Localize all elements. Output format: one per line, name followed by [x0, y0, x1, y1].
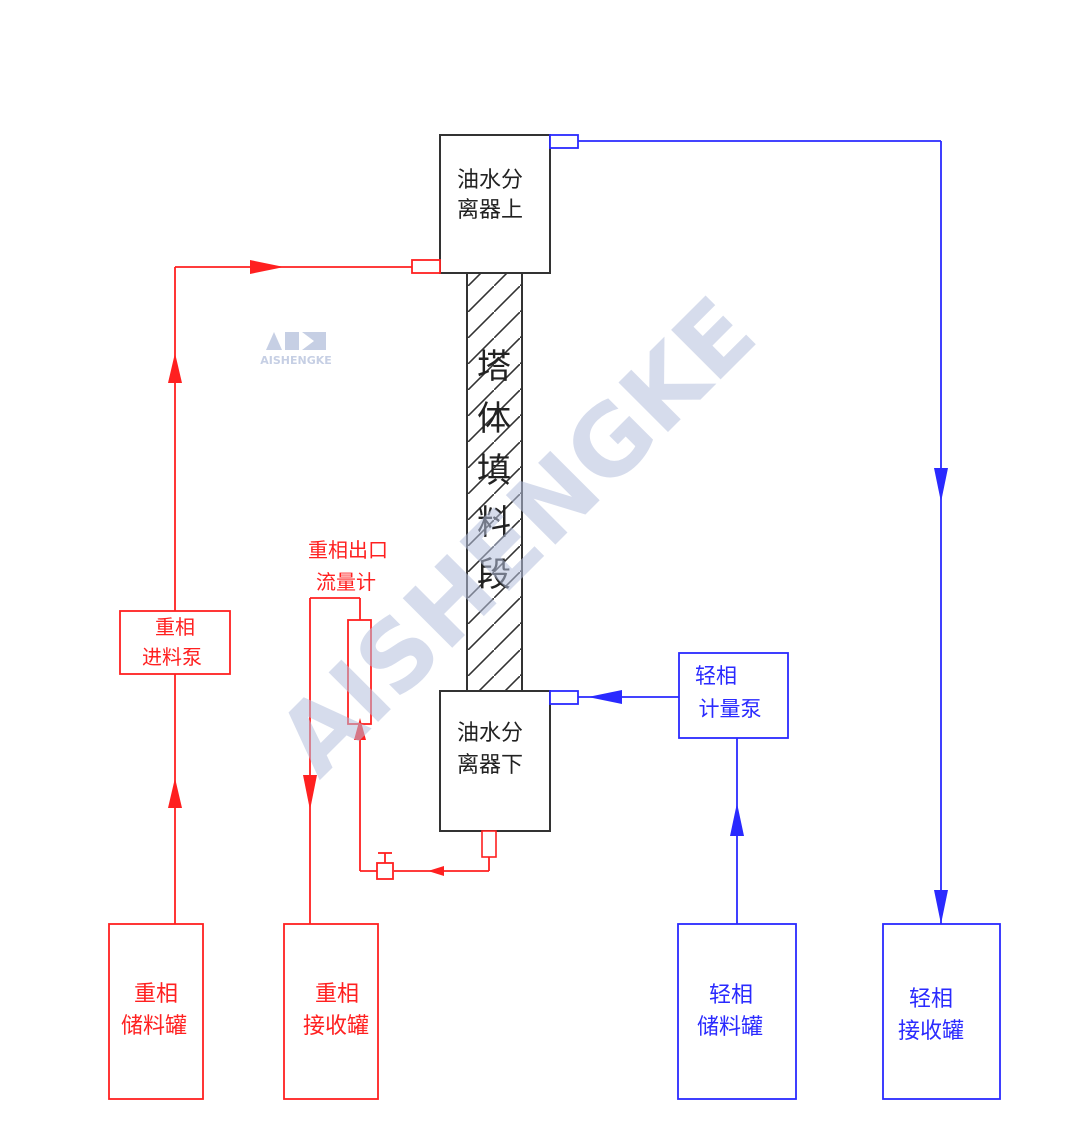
- arrow-up-icon: [730, 803, 744, 836]
- light-phase-arrows: [588, 468, 948, 924]
- light-receiving-tank: 轻相 接收罐: [882, 923, 1001, 1100]
- column-label-char: 段: [477, 555, 511, 595]
- column-label-char: 填: [477, 451, 511, 491]
- arrow-left-icon: [588, 690, 622, 704]
- light-receiving-tank-label-line2: 接收罐: [898, 1019, 964, 1044]
- heavy-feed-pump-label-line1: 重相: [155, 615, 195, 639]
- heavy-feed-pump: 重相 进料泵: [119, 610, 231, 675]
- arrow-down-icon: [934, 890, 948, 924]
- separator-bottom: 油水分 离器下: [439, 690, 551, 858]
- arrow-up-icon: [354, 718, 366, 740]
- packed-column: 塔 体 填 料 段: [466, 272, 523, 694]
- light-storage-tank: 轻相 储料罐: [677, 923, 797, 1100]
- brand-logo-text: AISHENGKE: [260, 354, 332, 367]
- separator-top-label-line1: 油水分: [457, 168, 523, 193]
- heavy-storage-tank-label-line1: 重相: [134, 982, 178, 1007]
- heavy-storage-tank: 重相 储料罐: [108, 923, 204, 1100]
- flowmeter-label-line1: 重相出口: [308, 538, 388, 562]
- separator-bottom-label-line2: 离器下: [457, 753, 523, 778]
- arrow-right-icon: [250, 260, 284, 274]
- arrow-left-icon: [428, 866, 444, 876]
- light-storage-tank-label-line1: 轻相: [709, 983, 753, 1008]
- heavy-storage-tank-label-line2: 储料罐: [121, 1014, 187, 1039]
- heavy-receiving-tank-label-line2: 接收罐: [303, 1014, 369, 1039]
- brand-logo-watermark: AISHENGKE: [260, 332, 332, 367]
- heavy-receiving-tank-label-line1: 重相: [315, 982, 359, 1007]
- bottom-outlet-nozzle: [481, 830, 497, 858]
- column-packing-label: 塔 体 填 料 段: [477, 347, 511, 595]
- light-metering-pump: 轻相 计量泵: [678, 652, 789, 739]
- light-storage-tank-label-line2: 储料罐: [697, 1015, 763, 1040]
- light-phase-circuit: [549, 134, 942, 924]
- light-metering-pump-label-line2: 计量泵: [699, 697, 762, 721]
- separator-top: 油水分 离器上: [439, 134, 551, 274]
- arrow-down-icon: [934, 468, 948, 502]
- heavy-outlet-flowmeter-label: 重相出口 流量计: [308, 538, 388, 594]
- arrow-down-icon: [303, 775, 317, 810]
- column-label-char: 塔: [477, 347, 511, 387]
- heavy-phase-arrows: [168, 260, 444, 876]
- light-receiving-tank-label-line1: 轻相: [909, 987, 953, 1012]
- flowmeter-label-line2: 流量计: [316, 570, 376, 594]
- arrow-up-icon: [168, 778, 182, 808]
- separator-top-label-line2: 离器上: [457, 198, 523, 223]
- heavy-phase-circuit: [174, 259, 490, 924]
- heavy-feed-pump-label-line2: 进料泵: [142, 645, 202, 669]
- column-label-char: 料: [477, 503, 511, 543]
- light-metering-pump-label-line1: 轻相: [695, 664, 737, 688]
- separator-bottom-label-line1: 油水分: [457, 721, 523, 746]
- arrow-up-icon: [168, 353, 182, 383]
- column-label-char: 体: [477, 399, 511, 439]
- heavy-receiving-tank: 重相 接收罐: [283, 923, 379, 1100]
